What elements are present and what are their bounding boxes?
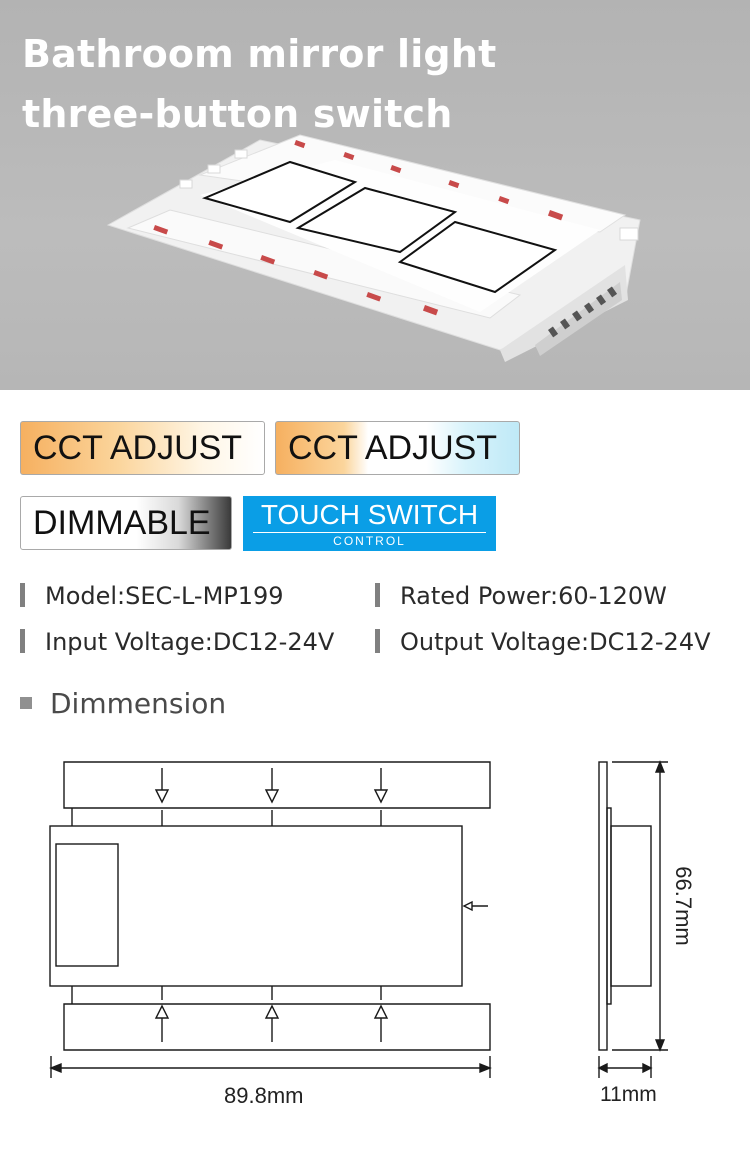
spec-output-voltage: Output Voltage:DC12-24V: [375, 627, 711, 657]
spec-bullet: [375, 583, 380, 607]
height-dimension-label: 66.7mm: [671, 866, 696, 946]
spec-model-text: Model:SEC-L-MP199: [45, 582, 284, 610]
hero-title: Bathroom mirror light three-button switc…: [22, 24, 496, 144]
spec-rated-power-text: Rated Power:60-120W: [400, 582, 667, 610]
spec-input-voltage-text: Input Voltage:DC12-24V: [45, 628, 335, 656]
square-bullet-icon: [20, 697, 32, 709]
dimension-heading: Dimmension: [20, 688, 226, 720]
cct-adjust-badge-warm: CCT ADJUST: [20, 421, 265, 475]
dimmable-badge: DIMMABLE: [20, 496, 232, 550]
spec-bullet: [20, 583, 25, 607]
touch-control-label: CONTROL: [333, 534, 406, 548]
spec-output-voltage-text: Output Voltage:DC12-24V: [400, 628, 711, 656]
spec-rated-power: Rated Power:60-120W: [375, 581, 667, 611]
hero-title-line1: Bathroom mirror light: [22, 32, 497, 76]
spec-bullet: [375, 629, 380, 653]
touch-switch-divider: [253, 532, 486, 533]
width-dimension-label: 89.8mm: [224, 1083, 304, 1108]
touch-switch-badge: TOUCH SWITCH CONTROL: [243, 496, 496, 551]
hero-banner: Bathroom mirror light three-button switc…: [0, 0, 750, 390]
spec-input-voltage: Input Voltage:DC12-24V: [20, 627, 334, 657]
spec-bullet: [20, 629, 25, 653]
product-photo: [106, 134, 641, 362]
depth-dimension-label: 11mm: [600, 1083, 657, 1106]
spec-model: Model:SEC-L-MP199: [20, 581, 284, 611]
cct-adjust-badge-cool: CCT ADJUST: [275, 421, 520, 475]
touch-switch-label: TOUCH SWITCH: [260, 499, 479, 530]
dimension-heading-text: Dimmension: [50, 687, 227, 720]
hero-title-line2: three-button switch: [22, 92, 453, 136]
